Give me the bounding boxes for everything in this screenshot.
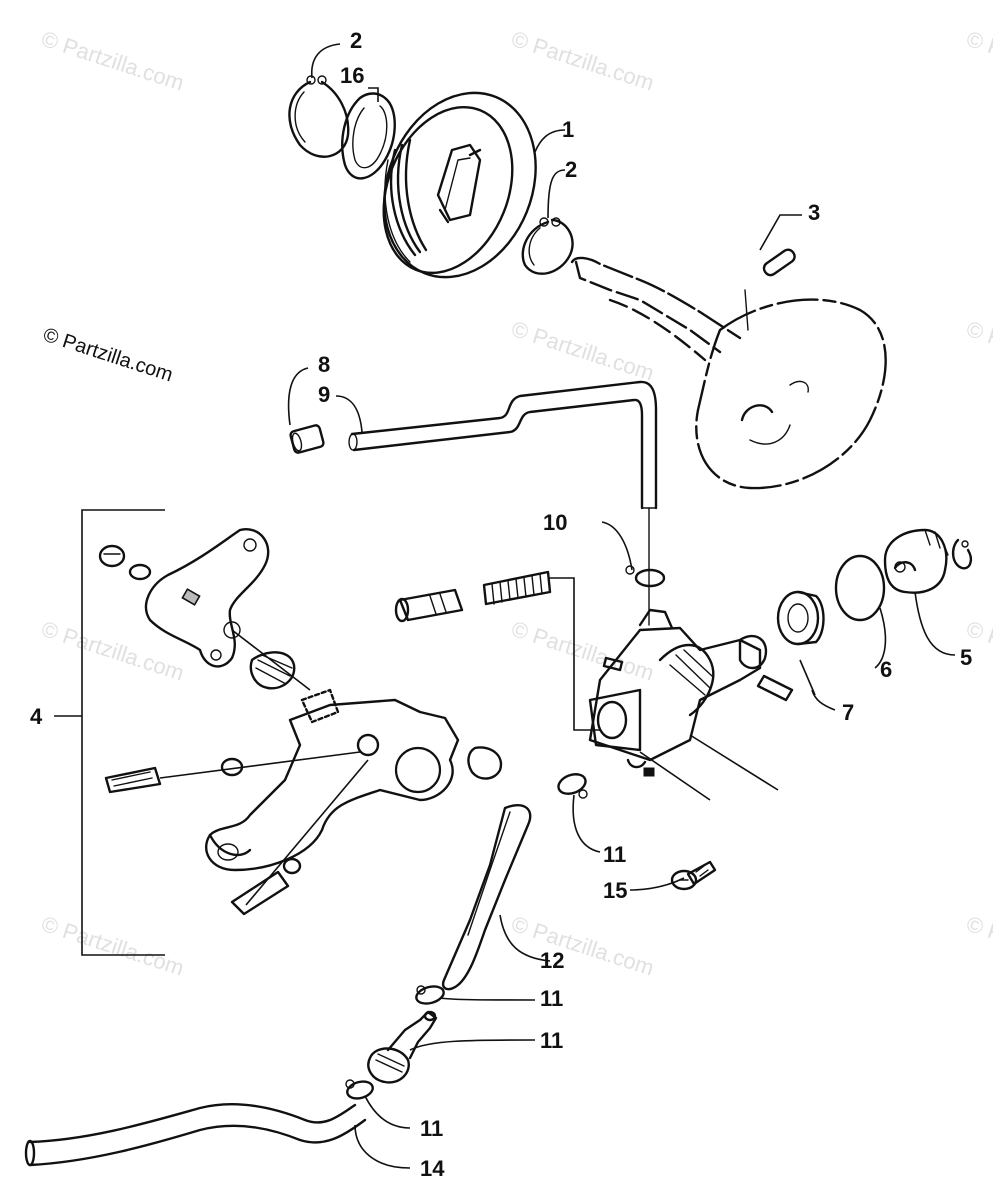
oring-6 [834, 554, 886, 622]
lever-assembly-4 [98, 528, 503, 916]
impeller-5 [883, 528, 973, 594]
hose-clip-upper [557, 773, 588, 799]
spacer-8 [289, 424, 325, 454]
watermark: © Partzilla.com [963, 911, 993, 981]
callout-label: 16 [340, 63, 364, 88]
watermark: © Partzilla.com [508, 316, 657, 386]
watermark: © Partzilla.com [963, 316, 993, 386]
callout-label: 10 [543, 510, 567, 535]
pin-3 [762, 248, 796, 277]
watermark: © Partzilla.com [38, 616, 187, 686]
cap-screw-and-spring [394, 570, 600, 731]
watermark: © Partzilla.com [508, 26, 657, 96]
callout-label: 9 [318, 382, 330, 407]
callout-label: 12 [540, 948, 564, 973]
watermark: © Partzilla.com [963, 26, 993, 96]
watermark: © Partzilla.com [508, 911, 657, 981]
callout-label: 1 [562, 117, 574, 142]
callouts: 1 2 2 3 4 5 6 7 8 9 10 11 11 11 11 12 13… [30, 28, 972, 1181]
snap-ring-lower [521, 217, 574, 275]
watermark: © Partzilla.com [38, 26, 187, 96]
watermark: © Partzilla.com [38, 911, 187, 981]
watermarks: © Partzilla.com © Partzilla.com © Partzi… [38, 26, 993, 981]
callout-label: 11 [420, 1116, 443, 1141]
screw-15 [670, 860, 717, 891]
bearing-7 [776, 590, 825, 696]
seal-ring-16 [341, 92, 396, 180]
callout-label: 7 [842, 700, 854, 725]
callout-label: 11 [603, 842, 626, 867]
oring-10 [625, 565, 666, 588]
hose-12 [441, 803, 532, 991]
callout-label: 8 [318, 352, 330, 377]
pulley-1 [382, 91, 537, 279]
callout-label: 6 [880, 657, 892, 682]
hose-clip-mid [415, 985, 445, 1005]
snap-ring-upper [288, 75, 350, 158]
callout-label: 14 [420, 1156, 445, 1181]
callout-label: 11 [540, 986, 563, 1011]
impeller-shaft [570, 256, 887, 490]
hose-14 [24, 1103, 367, 1167]
callout-label: 2 [565, 157, 577, 182]
valve-13 [367, 1010, 438, 1084]
callout-label: 11 [540, 1028, 563, 1053]
watermark: © Partzilla.com [508, 616, 657, 686]
callout-label: 4 [30, 704, 43, 729]
bracket-4 [54, 509, 165, 956]
leader-lines [287, 43, 956, 1169]
copyright-text: © Partzilla.com [40, 324, 175, 387]
pump-body [588, 507, 794, 801]
hose-clip-lower [345, 1079, 374, 1100]
callout-label: 15 [603, 878, 627, 903]
hose-9 [348, 380, 658, 510]
callout-label: 2 [350, 28, 362, 53]
callout-label: 5 [960, 645, 972, 670]
callout-label: 3 [808, 200, 820, 225]
